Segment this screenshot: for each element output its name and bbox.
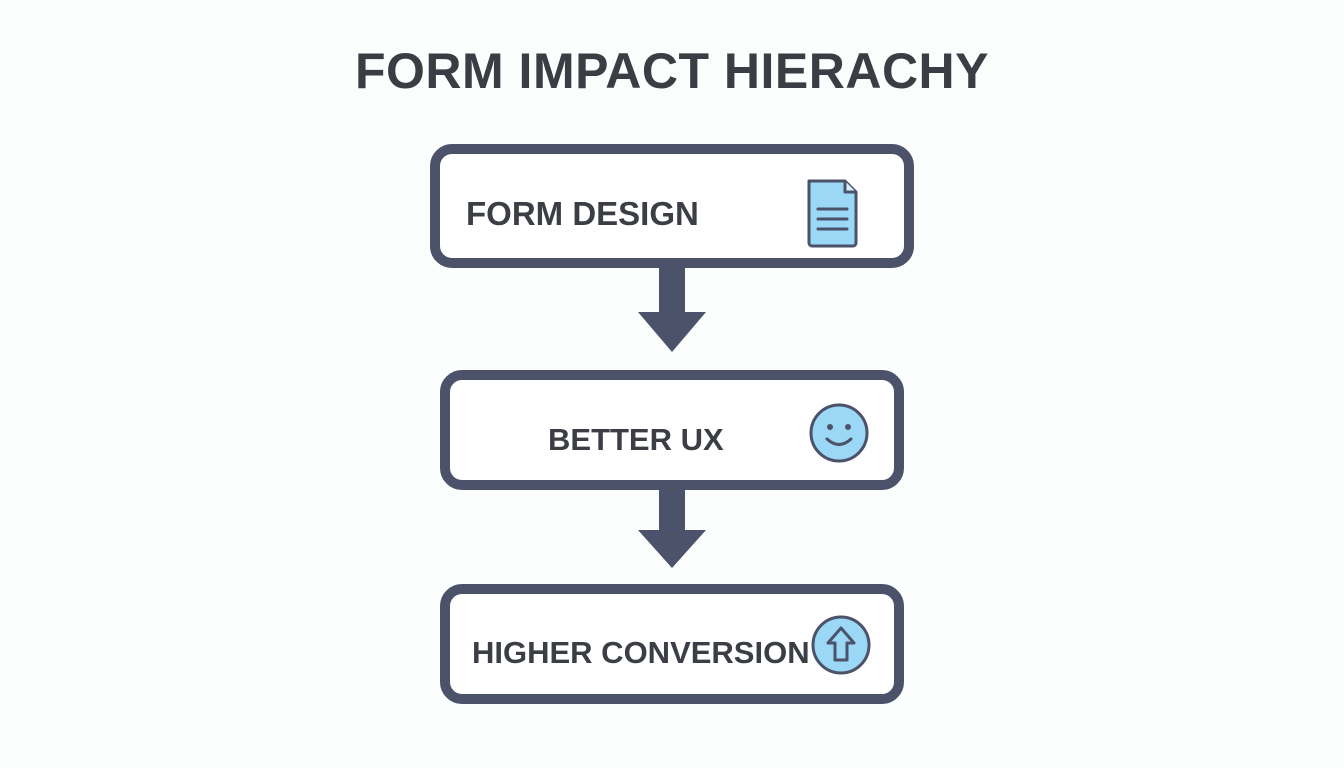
smiley-icon (806, 400, 872, 466)
step-label: HIGHER CONVERSION (472, 635, 810, 670)
page-title: FORM IMPACT HIERACHY (354, 43, 990, 99)
step-label: BETTER UX (548, 422, 724, 457)
step-box-better-ux: BETTER UX (440, 370, 904, 490)
arrow-down-icon (638, 262, 706, 352)
arrow-down-icon (638, 484, 706, 568)
up-arrow-circle-icon (808, 612, 874, 678)
step-box-higher-conversion: HIGHER CONVERSION (440, 584, 904, 704)
step-label: FORM DESIGN (466, 195, 699, 232)
document-icon (798, 171, 868, 251)
step-box-form-design: FORM DESIGN (430, 144, 914, 268)
